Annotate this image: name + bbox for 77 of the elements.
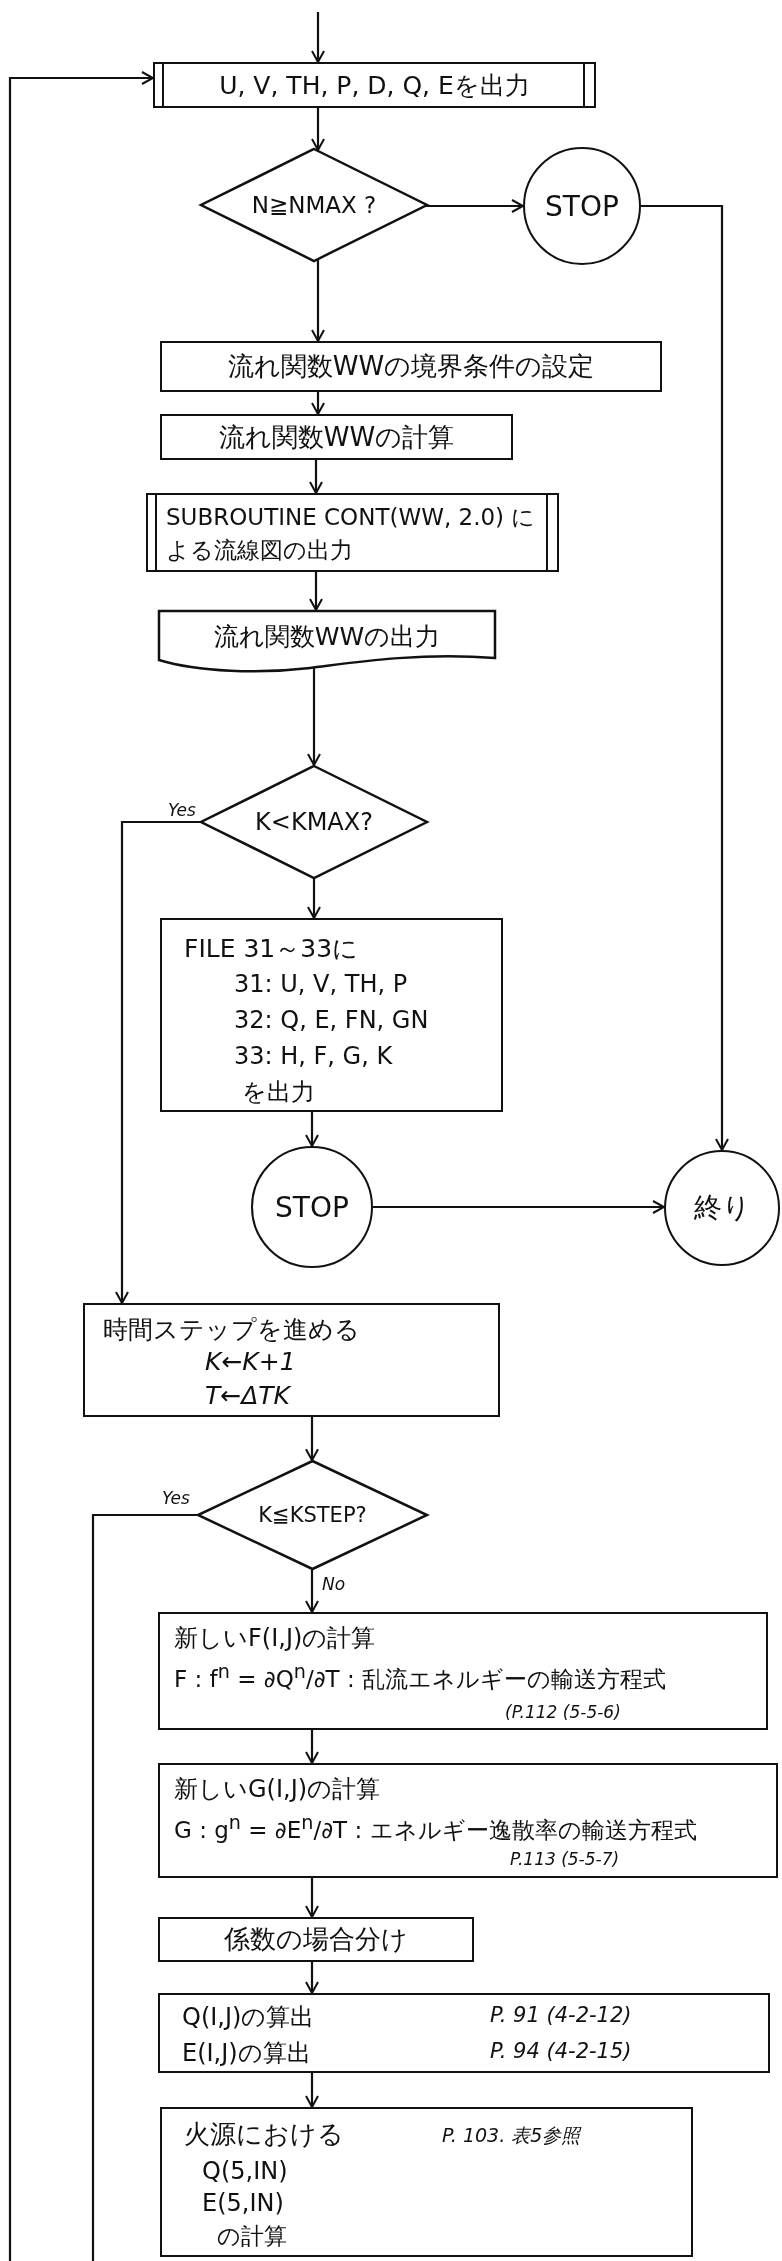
flow-arrow — [373, 1200, 665, 1214]
process-box — [158, 1917, 474, 1962]
process-box — [158, 1993, 770, 2073]
terminal-circle — [251, 1146, 373, 1268]
node-text: E(I,J)の算出 — [182, 2038, 311, 2069]
edge-label: Yes — [162, 1490, 190, 1507]
node-text: 流れ関数WWの出力 — [213, 620, 441, 653]
flow-arrow — [311, 392, 325, 415]
process-box — [158, 1612, 768, 1730]
node-text: 終り — [693, 1190, 751, 1226]
node-text: F : f$^{n}$ = ∂Q$^{n}$/∂T : 乱流エネルギーの輸送方程式 — [174, 1660, 666, 1694]
flow-arrow — [309, 460, 323, 494]
flow-arrow — [305, 1878, 319, 1918]
subroutine-box — [146, 493, 559, 572]
node-text: P. 103. 表5参照 — [442, 2123, 581, 2148]
node-text: K←K+1 — [205, 1347, 296, 1376]
node-text: E(5,IN) — [202, 2189, 284, 2217]
process-box — [160, 918, 503, 1112]
node-text: G : g$^{n}$ = ∂E$^{n}$/∂T : エネルギー逸散率の輸送方程式 — [174, 1811, 697, 1845]
node-text: SUBROUTINE CONT(WW, 2.0) による流線図の出力 — [166, 503, 537, 566]
flow-arrow — [115, 820, 200, 1304]
node-text: を出力 — [242, 1077, 315, 1108]
node-text: 新しいG(I,J)の計算 — [174, 1774, 381, 1805]
node-text: 新しいF(I,J)の計算 — [174, 1623, 376, 1654]
flow-arrow — [426, 199, 524, 213]
flow-line — [91, 1513, 197, 2261]
node-text: 係数の場合分け — [224, 1923, 408, 1956]
node-text: P.113 (5-5-7) — [510, 1849, 620, 1869]
node-text: STOP — [545, 189, 619, 223]
node-text: Q(5,IN) — [202, 2157, 288, 2185]
node-text: 火源における — [184, 2118, 344, 2151]
node-text: T←ΔTK — [205, 1381, 290, 1410]
edge-label: Yes — [168, 802, 196, 819]
flow-arrow — [311, 12, 325, 63]
terminal-circle — [664, 1150, 780, 1266]
decision-diamond — [200, 765, 428, 879]
process-box — [83, 1303, 500, 1417]
flow-arrow — [305, 2073, 319, 2108]
node-text: P. 94 (4-2-15) — [490, 2039, 632, 2063]
node-text: 流れ関数WWの計算 — [218, 420, 455, 454]
flow-arrow — [641, 204, 729, 1151]
flow-arrow — [8, 71, 154, 2261]
flow-arrow — [305, 1417, 319, 1462]
node-text: P. 91 (4-2-12) — [490, 2003, 632, 2027]
process-box — [160, 341, 662, 392]
flow-arrow — [305, 1730, 319, 1764]
terminal-circle — [523, 147, 641, 265]
flow-arrow — [309, 572, 323, 611]
flow-arrow — [307, 668, 321, 766]
flow-arrow — [305, 1962, 319, 1994]
edge-label: No — [322, 1576, 346, 1593]
node-text: K<KMAX? — [255, 808, 373, 836]
flow-arrow — [311, 108, 325, 151]
flow-arrow — [305, 1112, 319, 1147]
process-box — [160, 414, 513, 460]
node-text: N≧NMAX ? — [251, 192, 377, 218]
node-text: U, V, TH, P, D, Q, Eを出力 — [219, 69, 530, 102]
flow-arrow — [311, 260, 325, 342]
node-text: の計算 — [217, 2222, 287, 2251]
node-text: Q(I,J)の算出 — [182, 2002, 315, 2033]
flow-arrow — [305, 1569, 319, 1613]
node-text: K≦KSTEP? — [258, 1503, 367, 1527]
decision-diamond — [200, 148, 428, 262]
node-text: (P.112 (5-5-6) — [505, 1702, 621, 1722]
node-text: STOP — [275, 1190, 349, 1224]
subroutine-box — [153, 62, 596, 108]
process-box — [158, 1763, 778, 1878]
node-text: 31: U, V, TH, P — [234, 970, 408, 998]
node-text: 33: H, F, G, K — [234, 1042, 393, 1070]
node-text: 32: Q, E, FN, GN — [234, 1006, 429, 1034]
decision-diamond — [197, 1460, 428, 1570]
node-text: 流れ関数WWの境界条件の設定 — [227, 350, 595, 383]
node-text: FILE 31～33に — [184, 933, 359, 965]
process-box — [160, 2107, 693, 2257]
document-shape — [158, 610, 496, 674]
flow-arrow — [307, 879, 321, 919]
node-text: 時間ステップを進める — [103, 1314, 360, 1346]
